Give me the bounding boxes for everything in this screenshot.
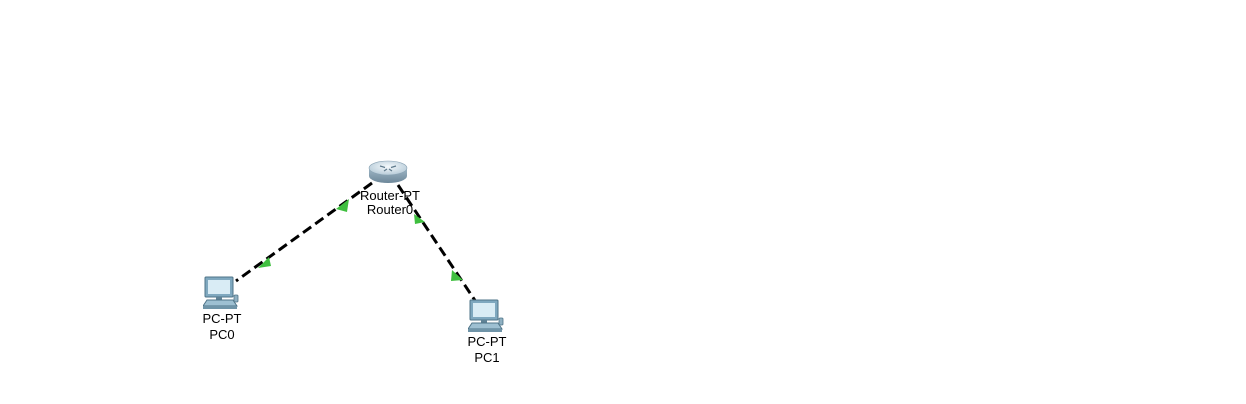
- pc0-model-label: PC-PT: [202, 311, 242, 326]
- link-status-up-icon: [414, 214, 425, 224]
- pc1-model-label: PC-PT: [467, 334, 507, 349]
- device-router0[interactable]: [367, 157, 409, 185]
- link-router0-pc1[interactable]: [396, 184, 478, 303]
- device-pc1[interactable]: [468, 299, 504, 333]
- link-status-up-icon: [336, 199, 349, 212]
- router-icon: [368, 160, 408, 183]
- pc-icon: [468, 299, 504, 332]
- router0-model-label: Router-PT: [360, 188, 420, 203]
- link-status-up-icon: [258, 257, 271, 268]
- router0-name-label: Router0: [366, 202, 414, 217]
- link-status-up-icon: [451, 270, 463, 281]
- device-pc0[interactable]: [203, 276, 239, 310]
- link-router0-pc0[interactable]: [235, 181, 373, 283]
- pc-icon: [203, 276, 239, 309]
- pc1-name-label: PC1: [474, 350, 500, 365]
- pc0-name-label: PC0: [209, 327, 235, 342]
